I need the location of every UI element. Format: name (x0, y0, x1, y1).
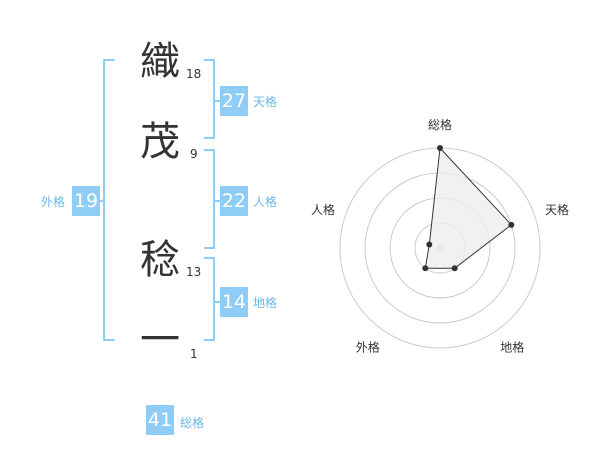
tenkaku-bracket (204, 59, 215, 139)
radar-polygon-group (424, 146, 513, 269)
radar-point-2 (451, 265, 458, 272)
radar-point-3 (422, 265, 429, 272)
radar-points (422, 145, 515, 272)
tenkaku-label: 天格 (253, 95, 278, 109)
name-char-1: 織 (140, 39, 180, 85)
name-char-2: 茂 (140, 119, 180, 165)
gaikaku-label: 外格 (41, 195, 66, 209)
radar-axis-label-1: 天格 (545, 202, 569, 217)
gaikaku-value-badge: 19 (72, 186, 100, 216)
radar-polygon (424, 146, 513, 269)
jinkaku-bracket (204, 149, 215, 249)
tenkaku-value-badge: 27 (220, 86, 248, 116)
jinkaku-label: 人格 (253, 195, 278, 209)
radar-axis-label-2: 地格 (500, 340, 524, 355)
stroke-count-4: 1 (190, 347, 198, 361)
stroke-count-3: 13 (186, 265, 202, 279)
radar-point-1 (508, 221, 515, 228)
chikaku-value-badge: 14 (220, 287, 248, 317)
soukaku-value-badge: 41 (146, 405, 174, 435)
stroke-count-2: 9 (190, 147, 198, 161)
jinkaku-value-badge: 22 (220, 186, 248, 216)
radar-axis-label-0: 総格 (428, 117, 452, 132)
radar-axis-label-4: 人格 (311, 202, 335, 217)
name-char-4: 一 (140, 317, 180, 363)
chikaku-bracket (204, 257, 215, 341)
radar-point-0 (437, 145, 443, 151)
soukaku-label: 総格 (180, 416, 205, 430)
chikaku-label: 地格 (253, 296, 278, 310)
name-char-3: 稔 (140, 237, 180, 283)
radar-axis-label-3: 外格 (356, 340, 380, 355)
stroke-count-1: 18 (186, 67, 202, 81)
radar-point-4 (426, 241, 433, 248)
